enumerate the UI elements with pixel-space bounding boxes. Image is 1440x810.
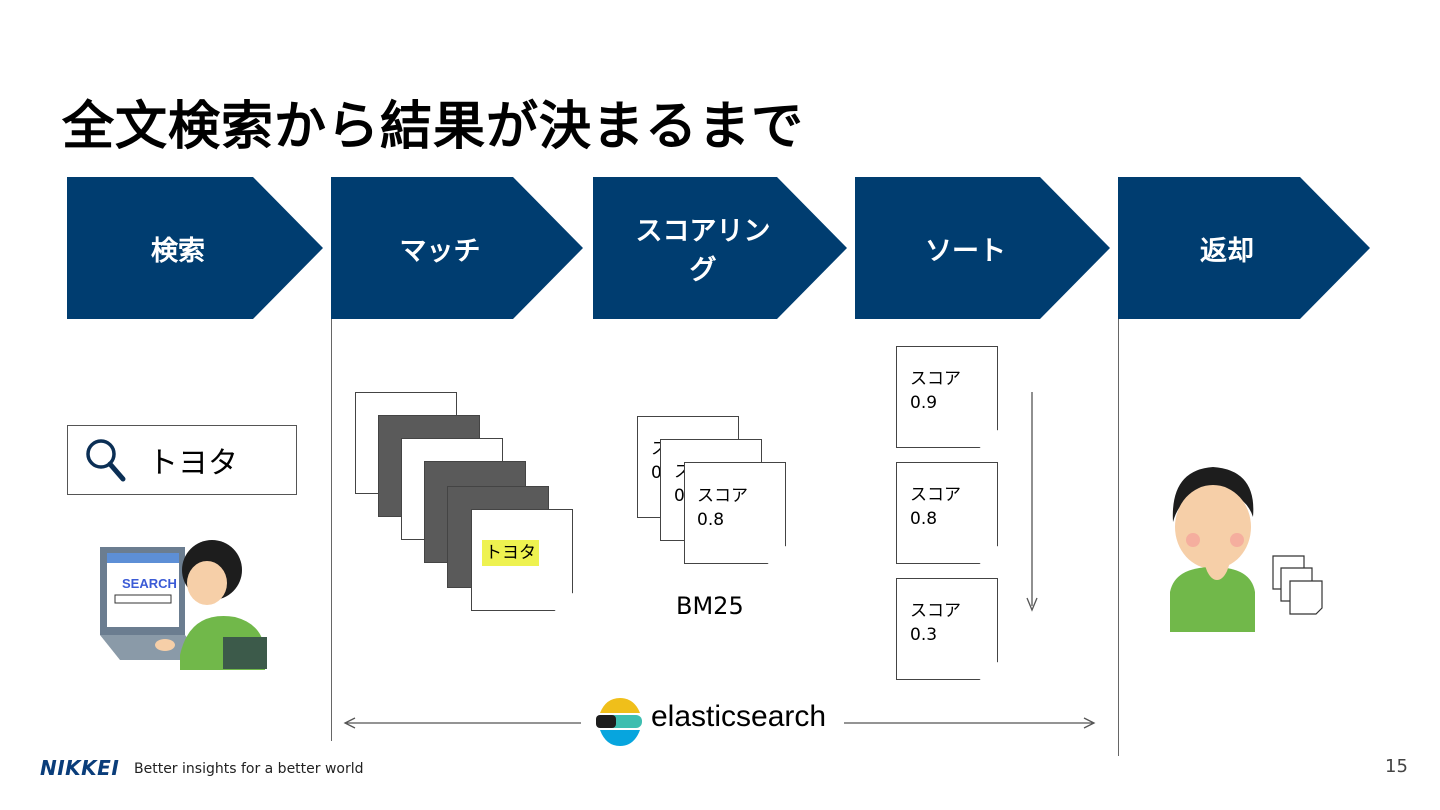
elasticsearch-label: elasticsearch (651, 700, 827, 733)
score-doc-label: スコア (697, 486, 748, 506)
step-label: マッチ (399, 235, 481, 267)
page-title: 全文検索から結果が決まるまで (62, 97, 805, 157)
score-doc-back-value: 0 (674, 486, 685, 506)
score-doc (684, 462, 786, 564)
scoring-algorithm: BM25 (676, 592, 744, 620)
page-number: 15 (1385, 756, 1408, 777)
sort-doc-label: スコア (910, 485, 961, 505)
step-label: 検索 (151, 235, 205, 267)
range-arrow-right (844, 717, 1096, 729)
step-scoring: スコアリング (593, 177, 847, 319)
returned-docs-icon (1272, 555, 1323, 615)
step-label: スコアリング (635, 216, 771, 286)
step-search: 検索 (67, 177, 323, 319)
sort-doc-value: 0.9 (910, 393, 938, 413)
sort-doc-value: 0.8 (910, 509, 938, 529)
sort-doc-label: スコア (910, 601, 961, 621)
search-query: トヨタ (148, 446, 238, 481)
step-label: ソート (925, 235, 1006, 267)
person-laptop-illustration: SEARCH (100, 540, 267, 670)
step-return: 返却 (1118, 177, 1370, 319)
sort-doc (896, 462, 998, 564)
brand-tagline: Better insights for a better world (134, 761, 364, 777)
score-doc-back-value: 0 (651, 463, 662, 483)
step-sort: ソート (855, 177, 1110, 319)
sort-doc (896, 578, 998, 680)
brand-logo: NIKKEI (40, 756, 120, 780)
score-doc-value: 0.8 (697, 510, 725, 530)
sort-doc-label: スコア (910, 369, 961, 389)
illustration-search-text: SEARCH (122, 576, 177, 591)
range-arrow-left (343, 717, 581, 729)
search-icon (86, 439, 126, 482)
search-box: トヨタ (67, 425, 297, 495)
step-match: マッチ (331, 177, 583, 319)
match-highlight: トヨタ (482, 540, 539, 566)
sort-arrow-icon (1026, 392, 1038, 612)
step-label: 返却 (1200, 235, 1254, 267)
sort-doc (896, 346, 998, 448)
divider-left (331, 319, 332, 741)
divider-right (1118, 319, 1119, 756)
elasticsearch-logo-icon (596, 698, 642, 746)
sort-doc-value: 0.3 (910, 625, 938, 645)
thinking-person-illustration (1170, 467, 1255, 632)
